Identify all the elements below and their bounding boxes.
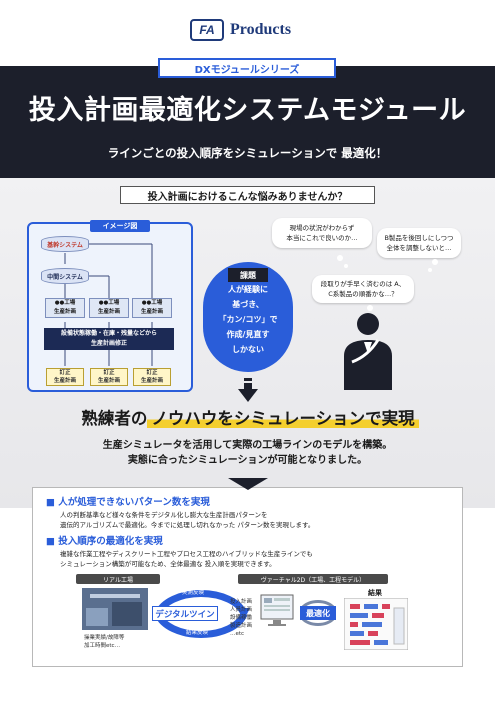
solution-description: 生産シミュレータを活用して実際の工場ラインのモデルを構築。 実態に合ったシミュレ…	[0, 438, 495, 468]
hero-banner	[0, 66, 495, 178]
point-2-body: 複雑な作業工程やディスクリート工程やプロセス工程のハイブリッドな生産ラインでも …	[60, 550, 313, 568]
worry-bubble-2: B製品を後回しにしつつ 全体を調整しないと…	[377, 228, 461, 258]
result-label: 結果	[368, 589, 382, 597]
worry-bubble-3: 段取りが手早く済むのは A、 C系製品の順番かな…？	[312, 275, 414, 303]
factory-plan-2: ●●工場 生産計画	[89, 298, 129, 318]
solution-title-highlight: ノウハウをシミュレーションで実現	[147, 409, 419, 428]
point-2: ■ 投入順序の最適化を実現 複雑な作業工程やディスクリート工程やプロセス工程のハ…	[46, 533, 446, 569]
optimize-cycle-arrows	[300, 600, 336, 626]
issue-tag: 課題	[228, 268, 268, 282]
point-1-heading: ■ 人が処理できないパターン数を実現	[46, 497, 210, 508]
solution-desc-line-2: 実態に合ったシミュレーションが可能となりました。	[127, 455, 368, 466]
factory-plan-1: ●●工場 生産計画	[45, 298, 85, 318]
revised-plan-2: 訂正 生産計画	[90, 368, 128, 386]
worries-heading: 投入計画におけるこんな悩みありませんか？	[120, 186, 375, 204]
point-1: ■ 人が処理できないパターン数を実現 人の判断基準など様々な条件をデジタル化し膨…	[46, 494, 446, 530]
brand-name: Products	[230, 21, 292, 38]
virtual-items: 投入計画 人員計画 設備稼働 製造計画 …etc	[230, 599, 253, 637]
issue-line: 作成/見直す	[226, 330, 270, 339]
simulation-monitor-icon	[260, 594, 294, 626]
digital-twin-tag: デジタルツイン	[152, 606, 218, 621]
point-1-body: 人の判断基準など様々な条件をデジタル化し膨大な生産計画パターンを 遺伝的アルゴリ…	[60, 511, 315, 529]
issue-line: 人が経験に	[228, 285, 268, 294]
down-arrow-icon	[238, 378, 258, 402]
fa-logo-mark: FA	[190, 19, 224, 41]
point-2-heading: ■ 投入順序の最適化を実現	[46, 536, 163, 547]
result-chart-icon	[344, 598, 408, 650]
optimize-tag: 最適化	[300, 606, 336, 620]
panel-pointer-icon	[228, 478, 268, 490]
image-diagram-tag: イメージ図	[90, 220, 150, 232]
issue-line: 基づき、	[232, 300, 264, 309]
issue-line: しかない	[232, 345, 264, 354]
core-system: 基幹システム	[41, 236, 89, 252]
diagram-connectors	[64, 243, 153, 366]
solution-title-prefix: 熟練者の	[81, 409, 148, 428]
mid-system: 中間システム	[41, 268, 89, 284]
brand-logo: FA Products	[190, 14, 310, 46]
series-tag: DXモジュールシリーズ	[158, 58, 336, 78]
issue-line: 「カン/コツ」で	[218, 315, 278, 324]
plan-fix-box: 設備状態稼働・在庫・残量などから 生産計画修正	[44, 328, 174, 350]
revised-plan-1: 訂正 生産計画	[46, 368, 84, 386]
solution-headline: 熟練者のノウハウをシミュレーションで実現	[60, 405, 440, 429]
worried-person-icon	[344, 313, 392, 390]
bottom-arrow-label: 結果反映	[185, 630, 208, 636]
revised-plan-3: 訂正 生産計画	[133, 368, 171, 386]
virtual-model-label: ヴァーチャル2D（工場、工程モデル）	[238, 574, 388, 584]
page-subtitle: ラインごとの投入順序をシミュレーションで 最適化！	[107, 146, 388, 160]
worry-bubble-1: 現場の状況がわからず 本当にこれで良いのか…	[272, 218, 372, 248]
page-title: 投入計画最適化システムモジュール	[28, 95, 467, 126]
top-arrow-label: 実測反映	[181, 590, 204, 596]
solution-desc-line-1: 生産シミュレータを活用して実際の工場ラインのモデルを構築。	[102, 440, 393, 451]
real-items: 操業実績/故障等 加工時間etc…	[84, 635, 125, 649]
factory-photo	[82, 588, 148, 630]
real-factory-label: リアル工場	[76, 574, 160, 584]
factory-plan-3: ●●工場 生産計画	[132, 298, 172, 318]
